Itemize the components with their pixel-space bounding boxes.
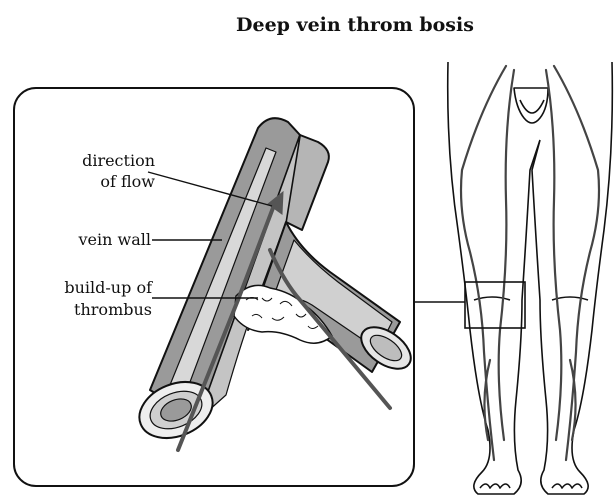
label-buildup-line2: thrombus <box>10 299 152 320</box>
leg-right-outline <box>532 62 612 494</box>
label-vein-wall: vein wall <box>30 229 151 250</box>
leg-left-outline <box>448 62 540 494</box>
diagram-title: Deep vein throm bosis <box>236 14 536 36</box>
label-direction-line2: of flow <box>30 171 155 192</box>
label-buildup-line1: build-up of <box>10 277 152 298</box>
groin <box>514 88 548 123</box>
label-direction-line1: direction <box>30 150 155 171</box>
legs-illustration <box>448 62 613 494</box>
